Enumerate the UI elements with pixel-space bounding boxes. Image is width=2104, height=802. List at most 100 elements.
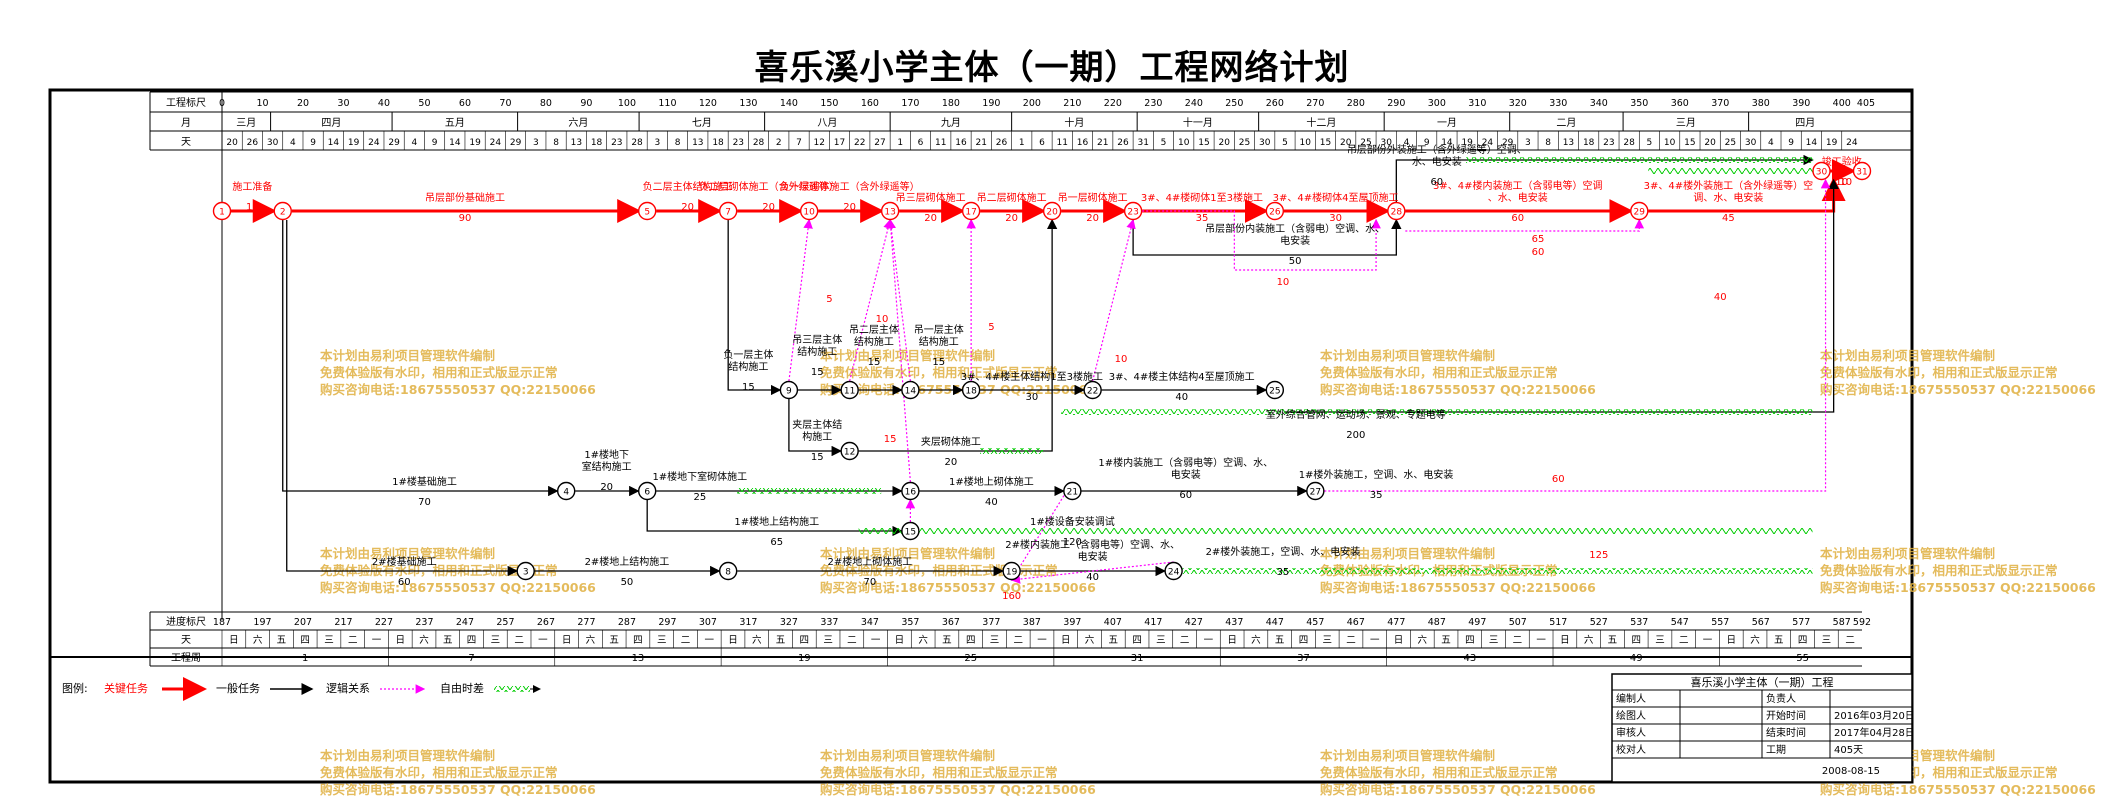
header-row-label: 天: [181, 137, 191, 148]
day-label: 29: [1502, 138, 1514, 148]
float-value-label: 10: [1277, 277, 1290, 288]
weekday-label: 四: [1132, 635, 1142, 646]
watermark-line: 免费体验版有水印，相用和正式版显示正常: [1320, 365, 1558, 380]
scale-tick-label: 150: [820, 98, 838, 109]
day-label: 8: [675, 138, 681, 148]
header-row-label: 工程标尺: [166, 97, 206, 109]
weekday-label: 日: [1394, 635, 1404, 646]
task-name-label: 、水、电安装: [1488, 191, 1548, 204]
day-label: 28: [753, 138, 765, 148]
task-duration-label: 20: [1086, 213, 1099, 224]
task-duration-label: 15: [246, 202, 259, 213]
task-name-label: 2#楼地上砌体施工: [828, 555, 913, 568]
event-node-number: 3: [523, 568, 529, 578]
task-arrow: [727, 220, 782, 396]
event-node-number: 28: [1391, 208, 1403, 218]
event-node-number: 2: [280, 208, 286, 218]
task-duration-label: 20: [762, 202, 775, 213]
task-arrow: [646, 500, 903, 537]
task-duration-label: 35: [1196, 213, 1209, 224]
scale-tick-label: 270: [1306, 98, 1324, 109]
event-node: [799, 201, 819, 221]
scale-tick-label: 230: [1144, 98, 1162, 109]
task-name-label: 结构施工: [854, 335, 894, 348]
day-label: 1: [1019, 138, 1025, 148]
watermark-line: 本计划由易利项目管理软件编制: [820, 748, 995, 763]
watermark-line: 本计划由易利项目管理软件编制: [320, 748, 495, 763]
weekday-label: 二: [1180, 635, 1190, 646]
event-node-number: 29: [1634, 208, 1646, 218]
task-duration-label: 35: [1370, 490, 1383, 501]
month-label: 六月: [568, 117, 588, 129]
task-name-label: 3#、4#楼砌体4至屋顶施工: [1273, 191, 1399, 204]
scale-tick-label: 210: [1063, 98, 1081, 109]
weekday-label: 六: [1418, 634, 1428, 646]
month-label: 一月: [1437, 117, 1457, 129]
float-value-label: 5: [988, 322, 994, 333]
weekday-label: 二: [1346, 635, 1356, 646]
event-node-number: 19: [1006, 568, 1018, 578]
weekday-label: 三: [491, 635, 501, 646]
weekday-label: 六: [1584, 634, 1594, 646]
weekday-label: 一: [1204, 635, 1214, 646]
progress-tick-label: 577: [1792, 617, 1810, 628]
day-label: 6: [918, 138, 924, 148]
progress-tick-label: 557: [1711, 617, 1729, 628]
event-node: [212, 201, 232, 221]
progress-tick-label: 587: [1833, 617, 1851, 628]
task-name-label: 施工准备: [232, 180, 272, 193]
weekday-label: 四: [800, 635, 810, 646]
task-arrow: [282, 220, 559, 497]
day-label: 20: [226, 138, 238, 148]
event-node-number: 21: [1067, 488, 1078, 498]
weekday-label: 一: [1536, 635, 1546, 646]
day-label: 9: [432, 138, 438, 148]
event-node-number: 16: [905, 488, 917, 498]
day-label: 13: [571, 138, 582, 148]
info-table-title: 喜乐溪小学主体（一期）工程: [1691, 675, 1834, 689]
task-duration-label: 90: [459, 213, 472, 224]
weekday-label: 六: [752, 634, 762, 646]
legend-float-zigzag: [494, 686, 530, 692]
watermark-line: 免费体验版有水印，相用和正式版显示正常: [1820, 365, 2058, 380]
progress-tick-label: 547: [1671, 617, 1689, 628]
task-name-label: 负二层砌体施工（含外绿遥等）: [699, 180, 839, 193]
weekday-label: 三: [1156, 635, 1166, 646]
task-name-label: 1#楼地下: [584, 448, 629, 461]
info-table-cell: 405天: [1834, 745, 1863, 756]
float-value-label: 15: [884, 434, 897, 445]
weekday-label: 四: [1465, 635, 1475, 646]
event-node-number: 12: [844, 448, 855, 458]
day-label: 15: [1684, 138, 1695, 148]
task-duration-label: 60: [1430, 177, 1443, 188]
weekday-label: 二: [1845, 635, 1855, 646]
scale-tick-label: 90: [580, 98, 592, 109]
weekday-label: 三: [1655, 635, 1665, 646]
event-node: [1852, 161, 1872, 181]
progress-tick-label: 427: [1185, 617, 1203, 628]
progress-tick-label: 457: [1306, 617, 1324, 628]
month-label: 五月: [445, 117, 465, 129]
event-node: [1265, 201, 1285, 221]
progress-tick-label: 297: [658, 617, 676, 628]
watermark-line: 本计划由易利项目管理软件编制: [1820, 546, 1995, 561]
logic-link: [788, 218, 813, 382]
weekday-label: 一: [704, 635, 714, 646]
scale-tick-label: 20: [297, 98, 309, 109]
task-duration-label: 15: [742, 382, 755, 393]
day-label: 13: [1563, 138, 1574, 148]
event-node: [1083, 380, 1102, 400]
scale-tick-label: 200: [1023, 98, 1041, 109]
progress-tick-label: 317: [739, 617, 757, 628]
event-node: [1812, 161, 1831, 181]
weekday-label: 三: [990, 635, 1000, 646]
scale-tick-label: 180: [942, 98, 960, 109]
day-label: 25: [1725, 138, 1736, 148]
task-name-label: 夹层砌体施工: [921, 435, 981, 448]
task-duration-label: 15: [811, 367, 824, 378]
task-duration-label: 45: [1722, 213, 1735, 224]
event-node: [1063, 481, 1082, 501]
task-name-label: 2#楼基础施工: [372, 555, 437, 568]
